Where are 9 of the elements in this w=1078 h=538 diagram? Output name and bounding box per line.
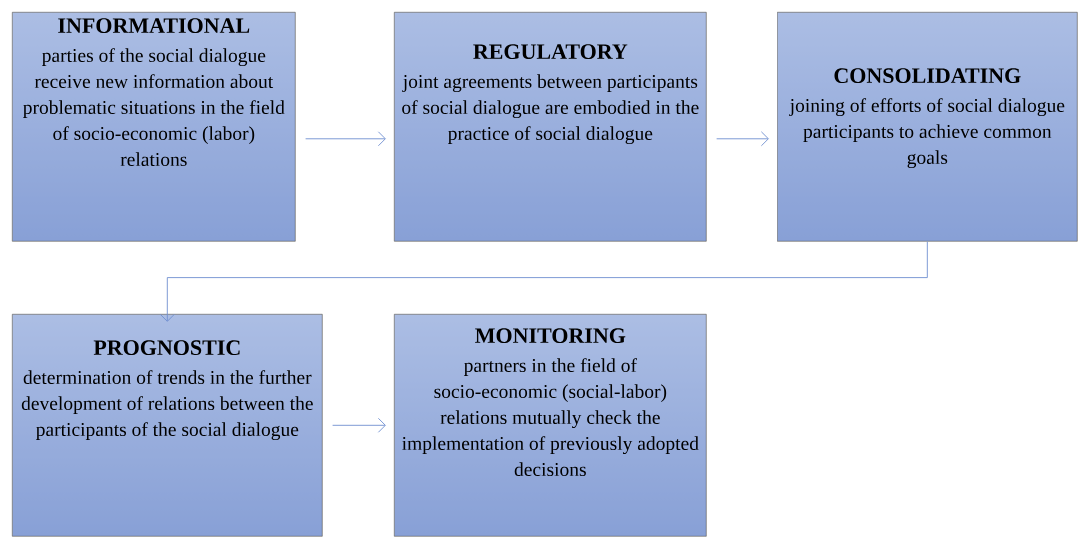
arrow (159, 241, 928, 322)
process-box: PROGNOSTIC determination of trends in the further development of relations between the participants of the social dialogue (12, 314, 323, 537)
process-box: MONITORING partners in the field of socio-economic (social-labor) relations mutually check the implementation of previously adopted decisions (394, 314, 707, 537)
process-box: INFORMATIONAL parties of the social dialogue receive new information about problematic situations in the field of socio-economic (labor) relations (12, 12, 296, 242)
arrow (305, 131, 386, 147)
process-box: REGULATORY joint agreements between participants of social dialogue are embodied in the practice of social dialogue (394, 12, 707, 242)
arrow (332, 417, 386, 433)
process-box: CONSOLIDATING joining of efforts of social dialogue participants to achieve common goals (777, 12, 1078, 242)
arrow (716, 131, 769, 147)
